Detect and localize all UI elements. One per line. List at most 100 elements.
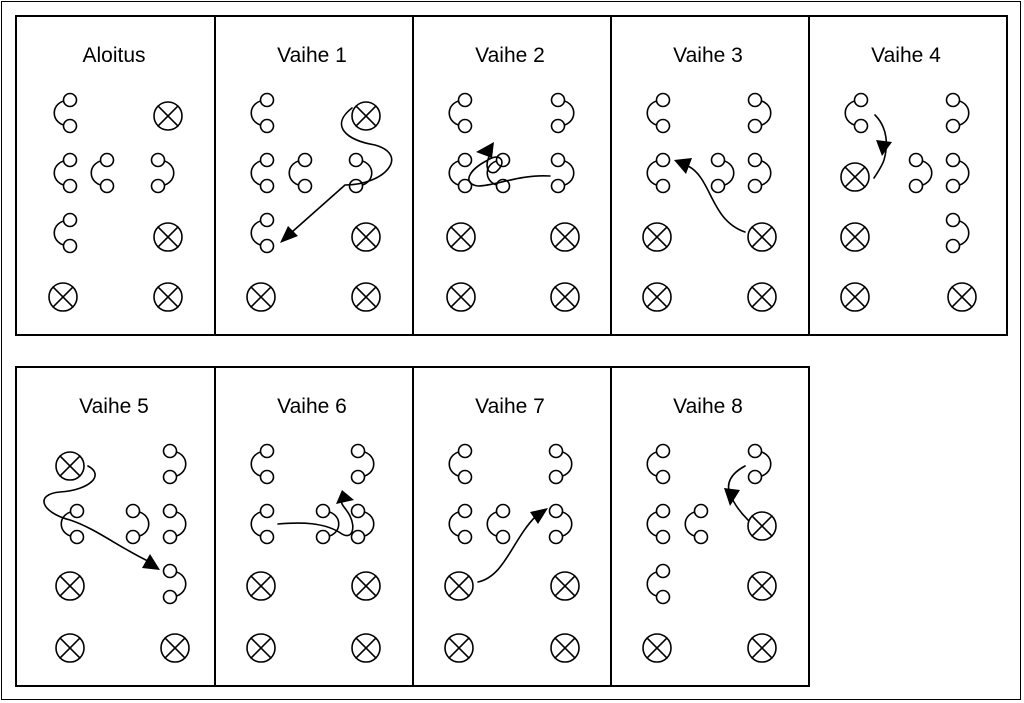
crossed-circle-icon [550, 222, 580, 252]
crossed-circle-icon [444, 633, 474, 663]
panel-frame-vaihe-8 [610, 366, 810, 687]
hook-symbol-icon [350, 503, 375, 545]
crossed-circle-icon [642, 633, 672, 663]
hook-symbol-icon [288, 152, 313, 194]
crossed-circle-icon [351, 282, 381, 312]
panel-vaihe-2 [446, 92, 580, 312]
panel-title: Vaihe 6 [277, 395, 347, 418]
hook-symbol-icon [162, 503, 187, 545]
crossed-circle-icon [747, 571, 777, 601]
move-arrow [687, 165, 746, 233]
move-arrow [873, 114, 888, 179]
panel-aloitus [48, 92, 183, 312]
crossed-circle-icon [246, 633, 276, 663]
crossed-circle-icon [840, 282, 870, 312]
hook-symbol-icon [550, 92, 575, 134]
move-arrow [43, 465, 151, 563]
crossed-circle-icon [246, 571, 276, 601]
crossed-circle-icon [747, 511, 777, 541]
hook-symbol-icon [250, 443, 275, 485]
hook-symbol-icon [486, 503, 511, 545]
hook-symbol-icon [250, 92, 275, 134]
hook-symbol-icon [53, 212, 78, 254]
hook-symbol-icon [350, 443, 375, 485]
hook-symbol-icon [646, 92, 671, 134]
panel-title: Vaihe 7 [475, 395, 545, 418]
hook-symbol-icon [646, 563, 671, 605]
hook-symbol-icon [162, 563, 187, 605]
panel-vaihe-6 [246, 443, 381, 663]
panel-title: Vaihe 3 [673, 44, 743, 67]
crossed-circle-icon [444, 571, 474, 601]
panel-vaihe-1 [246, 92, 393, 312]
arrowhead [476, 142, 494, 158]
panel-title: Vaihe 2 [475, 44, 545, 67]
hook-symbol-icon [646, 152, 671, 194]
hook-symbol-icon [646, 503, 671, 545]
hook-symbol-icon [548, 443, 573, 485]
hook-symbol-icon [844, 92, 869, 134]
hook-symbol-icon [315, 503, 340, 545]
crossed-circle-icon [48, 282, 78, 312]
crossed-circle-icon [153, 222, 183, 252]
hook-symbol-icon [150, 152, 175, 194]
panel-vaihe-4 [840, 92, 977, 312]
crossed-circle-icon [550, 633, 580, 663]
arrowhead [674, 158, 692, 174]
crossed-circle-icon [747, 633, 777, 663]
hook-symbol-icon [747, 152, 772, 194]
move-arrow [277, 497, 354, 537]
hook-symbol-icon [747, 443, 772, 485]
hook-symbol-icon [945, 152, 970, 194]
arrowhead [530, 508, 548, 524]
crossed-circle-icon [246, 282, 276, 312]
crossed-circle-icon [747, 282, 777, 312]
crossed-circle-icon [840, 162, 870, 192]
crossed-circle-icon [446, 282, 476, 312]
hook-symbol-icon [448, 152, 473, 194]
hook-symbol-icon [945, 92, 970, 134]
arrowhead [724, 488, 740, 506]
hook-symbol-icon [250, 503, 275, 545]
crossed-circle-icon [55, 571, 85, 601]
crossed-circle-icon [747, 222, 777, 252]
hook-symbol-icon [53, 152, 78, 194]
panel-frame-vaihe-4 [808, 15, 1008, 336]
crossed-circle-icon [153, 101, 183, 131]
hook-symbol-icon [250, 212, 275, 254]
hook-symbol-icon [945, 212, 970, 254]
crossed-circle-icon [642, 222, 672, 252]
crossed-circle-icon [446, 222, 476, 252]
crossed-circle-icon [351, 222, 381, 252]
hook-symbol-icon [250, 152, 275, 194]
move-arrow [468, 151, 551, 187]
hook-symbol-icon [448, 92, 473, 134]
hook-symbol-icon [162, 443, 187, 485]
panel-title: Vaihe 8 [673, 395, 743, 418]
crossed-circle-icon [840, 222, 870, 252]
panel-title: Vaihe 1 [277, 44, 347, 67]
panel-vaihe-7 [444, 443, 580, 663]
crossed-circle-icon [550, 571, 580, 601]
panel-vaihe-5 [43, 443, 190, 663]
crossed-circle-icon [351, 101, 381, 131]
crossed-circle-icon [947, 282, 977, 312]
panel-title: Vaihe 5 [79, 395, 149, 418]
hook-symbol-icon [747, 92, 772, 134]
hook-symbol-icon [710, 152, 735, 194]
hook-symbol-icon [53, 92, 78, 134]
hook-symbol-icon [684, 503, 709, 545]
crossed-circle-icon [153, 282, 183, 312]
panel-vaihe-8 [642, 443, 777, 663]
crossed-circle-icon [642, 282, 672, 312]
hook-symbol-icon [548, 503, 573, 545]
crossed-circle-icon [160, 633, 190, 663]
hook-symbol-icon [646, 443, 671, 485]
arrowhead [142, 554, 160, 570]
crossed-circle-icon [351, 571, 381, 601]
arrowhead [280, 226, 298, 243]
move-arrow [477, 515, 537, 583]
